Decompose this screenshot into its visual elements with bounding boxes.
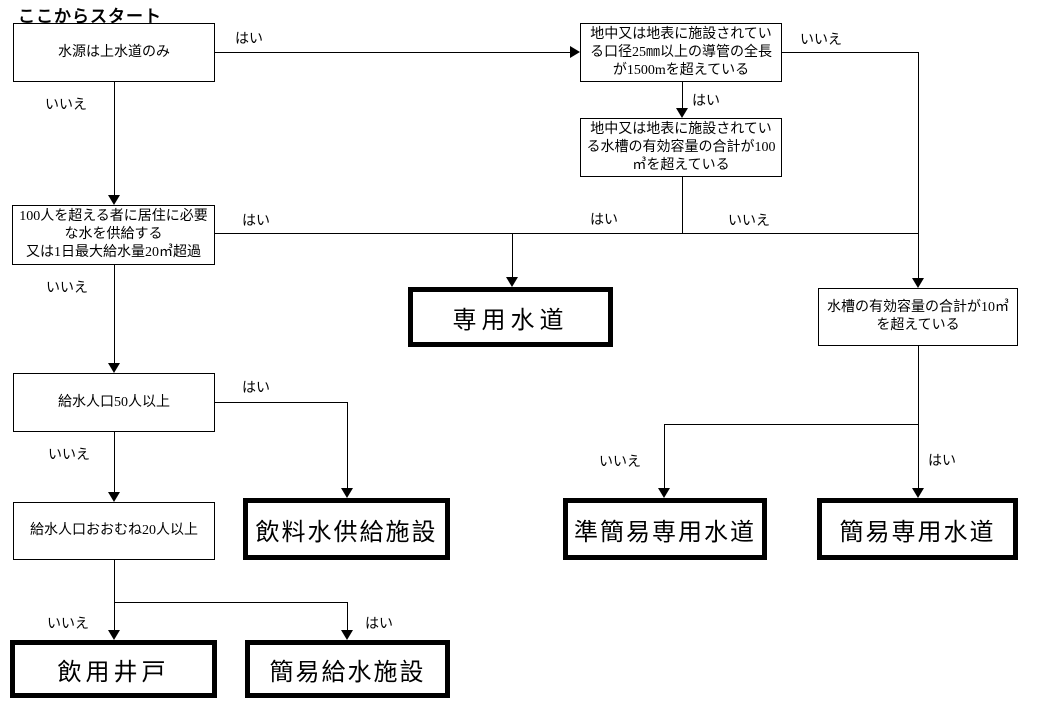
edge-label-yes-pipe: はい bbox=[692, 94, 720, 109]
start-title: ここからスタート bbox=[18, 7, 162, 26]
edge-label-no-tank10: いいえ bbox=[599, 455, 641, 470]
connector-pop50-yes-vertical bbox=[347, 402, 348, 488]
connector-tank100-down bbox=[682, 177, 683, 234]
edge-label-no-pipe: いいえ bbox=[800, 33, 842, 48]
result-box-jun-kani-senyo: 準簡易専用水道 bbox=[563, 498, 767, 560]
connector-tank10-down bbox=[918, 346, 919, 424]
connector-to-kani-senyo bbox=[918, 424, 919, 488]
edge-label-yes-pop20: はい bbox=[365, 617, 393, 632]
edge-label-no-tank100: いいえ bbox=[728, 214, 770, 229]
result-box-inyo-ido: 飲用井戸 bbox=[10, 640, 217, 698]
connector-pipe-no-horizontal bbox=[782, 52, 919, 53]
arrowhead-down-tank10-icon bbox=[912, 278, 924, 288]
connector-pop50-to-pop20 bbox=[114, 432, 115, 492]
edge-label-no-pop20: いいえ bbox=[47, 617, 89, 632]
connector-to-inyo-ido bbox=[114, 602, 115, 630]
edge-label-yes-tank100: はい bbox=[590, 213, 618, 228]
result-box-senyo-suido: 専用水道 bbox=[408, 287, 613, 347]
edge-label-yes-tank10: はい bbox=[928, 454, 956, 469]
arrowhead-down-senyo-icon bbox=[506, 277, 518, 287]
arrowhead-down-pop50-icon bbox=[108, 363, 120, 373]
arrowhead-down-kani-kyusui-icon bbox=[341, 630, 353, 640]
connector-tank10-branch-horizontal bbox=[664, 424, 919, 425]
arrowhead-down-jun-kani-icon bbox=[658, 488, 670, 498]
connector-residents-to-pop50 bbox=[114, 265, 115, 363]
decision-box-tank-100: 地中又は地表に施設されてい る水槽の有効容量の合計が100 ㎥を超えている bbox=[580, 118, 782, 177]
arrowhead-down-pop20-icon bbox=[108, 492, 120, 502]
arrowhead-down-tank100-icon bbox=[676, 108, 688, 118]
decision-box-pop-20: 給水人口おおむね20人以上 bbox=[13, 502, 215, 560]
connector-pop20-branch-horizontal bbox=[114, 602, 348, 603]
decision-box-residents-100: 100人を超える者に居住に必要 な水を供給する 又は1日最大給水量20㎥超過 bbox=[12, 205, 215, 265]
arrowhead-down-inyo-ido-icon bbox=[108, 630, 120, 640]
decision-box-pop-50: 給水人口50人以上 bbox=[13, 373, 215, 432]
edge-label-yes-pop50: はい bbox=[242, 381, 270, 396]
connector-pop50-yes-horizontal bbox=[215, 402, 348, 403]
edge-label-no-start: いいえ bbox=[45, 98, 87, 113]
connector-start-to-pipe bbox=[215, 52, 571, 53]
decision-box-tank-10: 水槽の有効容量の合計が10㎥ を超えている bbox=[818, 288, 1018, 346]
result-box-kani-kyusui: 簡易給水施設 bbox=[245, 640, 450, 698]
connector-main-horizontal bbox=[215, 233, 919, 234]
edge-label-no-pop50: いいえ bbox=[48, 448, 90, 463]
decision-box-start: 水源は上水道のみ bbox=[13, 23, 215, 82]
connector-to-jun-kani bbox=[664, 424, 665, 488]
result-box-inryosui-kyokyu: 飲料水供給施設 bbox=[243, 498, 450, 560]
connector-pipe-no-vertical bbox=[918, 52, 919, 278]
connector-start-to-residents bbox=[114, 82, 115, 195]
arrowhead-down-inryosui-icon bbox=[341, 488, 353, 498]
decision-box-pipe-length: 地中又は地表に施設されてい る口径25㎜以上の導管の全長 が1500mを超えてい… bbox=[580, 23, 782, 82]
arrowhead-down-residents-icon bbox=[108, 195, 120, 205]
edge-label-no-residents: いいえ bbox=[46, 281, 88, 296]
arrowhead-down-kani-senyo-icon bbox=[912, 488, 924, 498]
connector-to-kani-kyusui bbox=[347, 602, 348, 630]
connector-to-senyo bbox=[512, 233, 513, 277]
connector-pipe-to-tank100 bbox=[682, 82, 683, 108]
result-box-kani-senyo: 簡易専用水道 bbox=[817, 498, 1018, 560]
edge-label-yes-start: はい bbox=[235, 32, 263, 47]
arrowhead-right-pipe-icon bbox=[570, 46, 580, 58]
connector-pop20-down bbox=[114, 560, 115, 602]
edge-label-yes-residents: はい bbox=[242, 214, 270, 229]
